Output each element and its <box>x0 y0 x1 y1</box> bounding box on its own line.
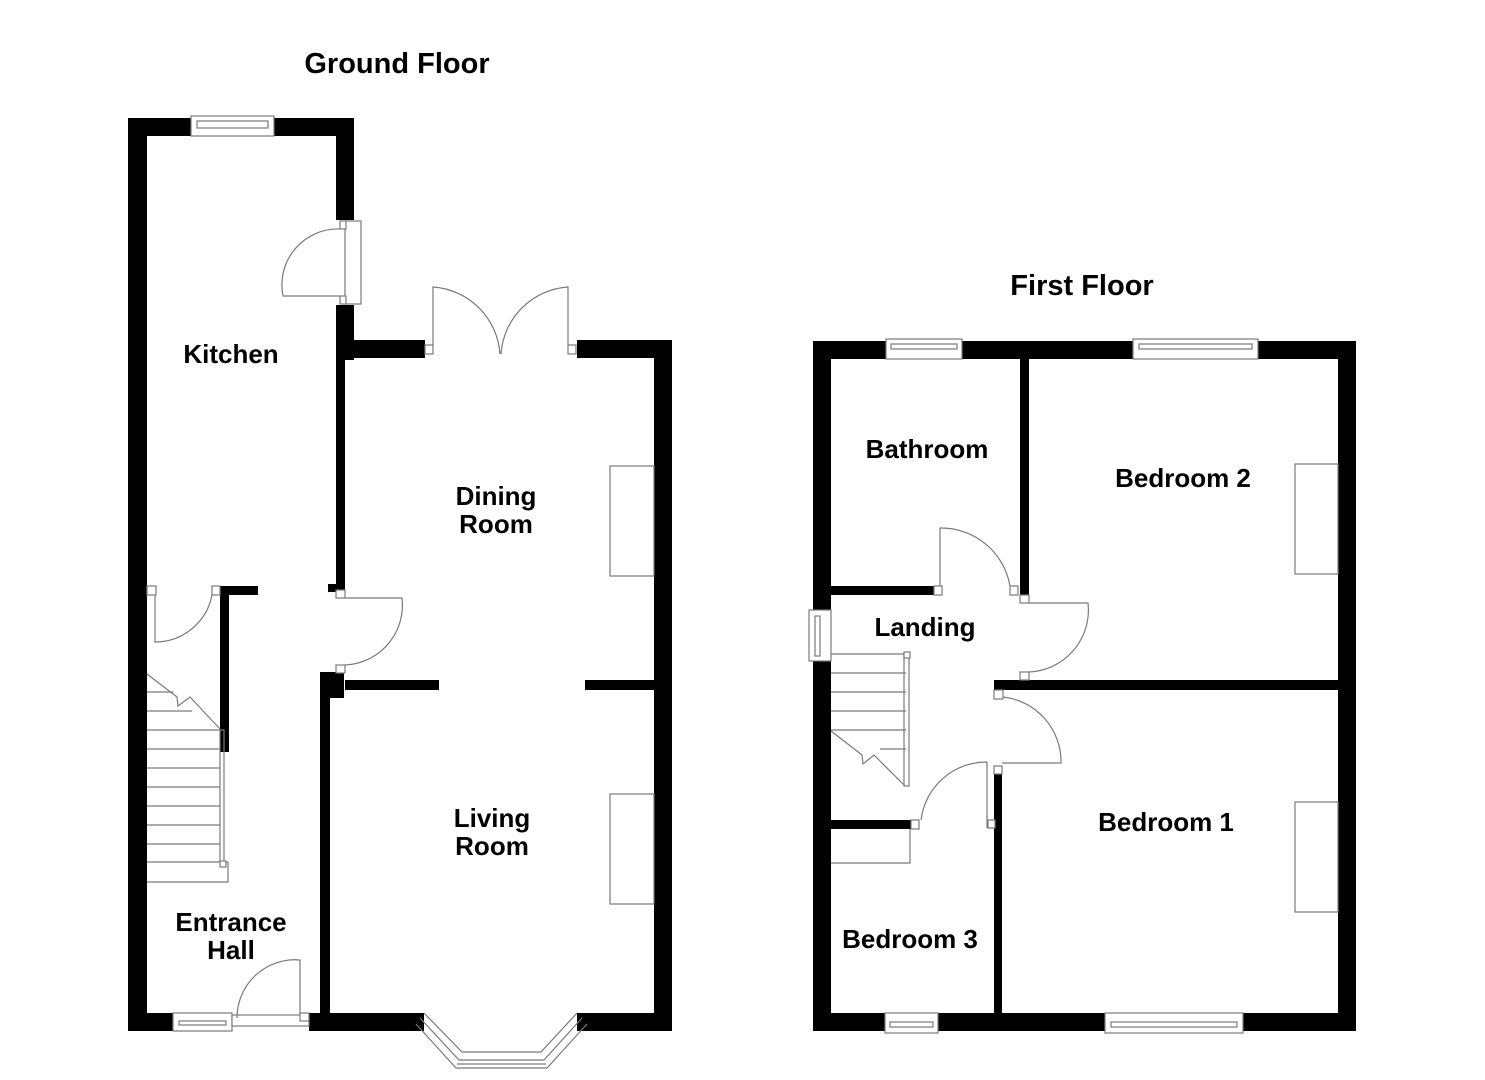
room-label-entrance-hall: Entrance Hall <box>175 907 287 965</box>
room-label-dining-room: Dining Room <box>455 481 537 539</box>
room-label-landing: Landing <box>874 612 976 642</box>
room-label-bedroom-1: Bedroom 1 <box>1098 807 1234 837</box>
room-label-bedroom-3: Bedroom 3 <box>842 924 978 954</box>
room-label-bedroom-2: Bedroom 2 <box>1115 463 1251 493</box>
room-label-kitchen: Kitchen <box>183 339 279 369</box>
ground-staircase <box>146 673 229 883</box>
first-floor-staircase <box>830 651 911 787</box>
first-floor-plan <box>808 338 1356 1034</box>
room-label-bathroom: Bathroom <box>865 434 989 464</box>
first-floor-title: First Floor <box>1010 270 1154 302</box>
ground-floor-plan <box>128 115 672 1069</box>
bay-window <box>415 1012 588 1069</box>
ground-floor-title: Ground Floor <box>304 48 490 80</box>
room-label-living-room: Living Room <box>453 803 531 861</box>
